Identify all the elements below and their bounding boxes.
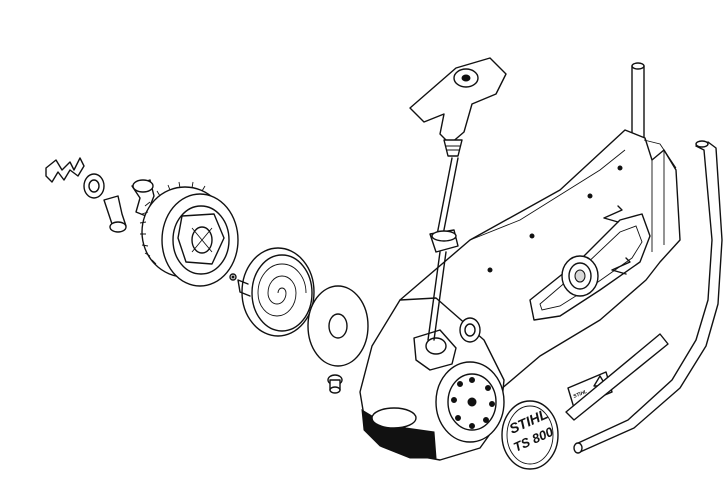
decals-part: STIHL STIHL TS 800 (501, 333, 669, 470)
small-screw-part (229, 273, 237, 281)
rewind-spring-housing-part (237, 247, 315, 337)
spacer-washer-part (307, 285, 369, 367)
washer-part (83, 173, 105, 199)
pivot-screw-part (327, 374, 343, 394)
starter-grip-part (409, 57, 507, 341)
spring-clip-part (45, 157, 85, 183)
label-brand-text: STIHL (573, 389, 589, 400)
fan-housing-part (359, 129, 681, 461)
rope-rotor-part (139, 181, 239, 287)
